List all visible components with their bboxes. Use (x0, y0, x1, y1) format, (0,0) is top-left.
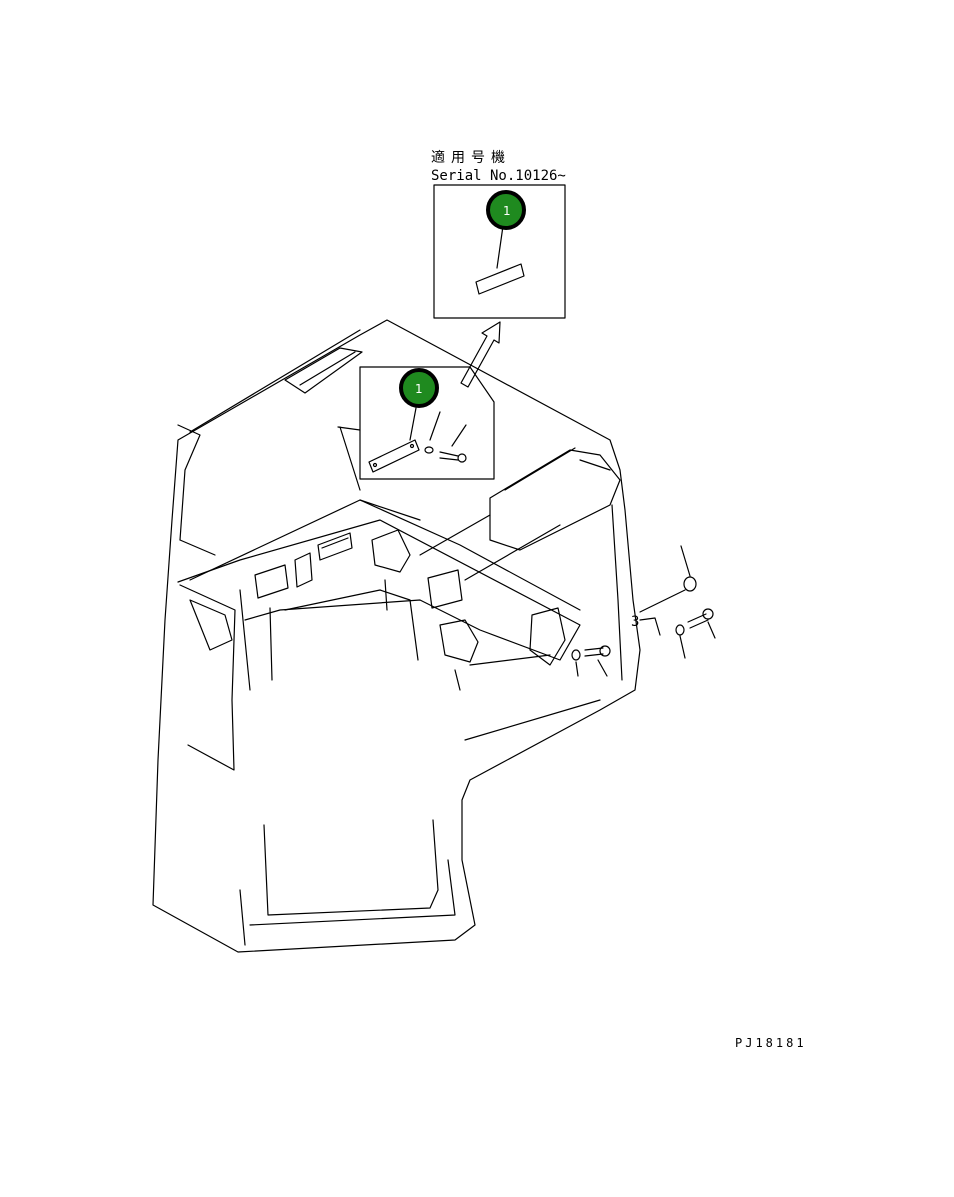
panel-area (177, 519, 581, 661)
leader-2 (464, 524, 561, 581)
bolt-shank (439, 451, 459, 461)
lower-right-edge (464, 699, 601, 741)
top-handle-inner (299, 351, 356, 386)
callout-detail-circle (486, 190, 526, 230)
lower-opening (263, 819, 439, 916)
left-panel-slot (189, 599, 233, 651)
washer-lower (571, 649, 581, 661)
detail-leader (496, 225, 504, 269)
callout-detail: 1 (486, 190, 526, 230)
applicability-serial: Serial No.10126~ (431, 168, 566, 184)
callout-main: 1 (399, 368, 439, 408)
ridge-mark (179, 539, 216, 556)
lower-step (249, 859, 456, 926)
detail-plate (475, 263, 525, 295)
right-console-edge (579, 459, 611, 471)
main-leader (409, 407, 417, 441)
connector-inner (321, 537, 349, 549)
dash-ridge-right (359, 499, 581, 611)
callout-main-label: 1 (415, 382, 423, 396)
main-plate (368, 439, 420, 473)
drawing-code: PJ18181 (735, 1036, 807, 1050)
washer-lower-leader (575, 661, 579, 677)
cover-plate-lower (439, 619, 479, 663)
bolt-head (457, 453, 467, 463)
switch-2 (294, 552, 313, 588)
switch-1 (254, 564, 289, 599)
nut-to-cover (639, 589, 686, 613)
bolt-right-shank (687, 613, 709, 629)
bolt-right-leader (707, 621, 716, 639)
lower-left-edge (239, 889, 246, 946)
right-plate (529, 607, 566, 666)
cover-top-edge (189, 329, 361, 433)
connector (317, 532, 353, 561)
plate-hole-left (372, 462, 378, 468)
right-console-top (504, 447, 576, 491)
machine-cover (152, 319, 641, 953)
washer-leader (429, 411, 441, 441)
small-mark: 3 (631, 614, 639, 630)
bolt-right-head (702, 608, 714, 620)
right-console (489, 449, 621, 551)
callout-main-circle (399, 368, 439, 408)
applicability-title: 適用号機 (431, 149, 511, 166)
main-inset (337, 366, 495, 491)
right-side-line (611, 504, 623, 681)
bracket-right (639, 617, 661, 636)
detail-inset-frame (433, 184, 566, 319)
top-handle (284, 347, 363, 394)
leader-5 (469, 654, 551, 666)
small-bracket (427, 569, 463, 609)
cover-outline (152, 319, 641, 953)
washer-right-leader (679, 635, 686, 659)
leader-3 (384, 579, 388, 611)
main-inset-frame (359, 366, 495, 480)
cover-edge-left (177, 424, 201, 541)
bolt-leader (451, 424, 467, 447)
leader-1 (419, 514, 491, 556)
detail-arrow (460, 321, 501, 388)
washer-right (675, 624, 685, 636)
cover-plate-upper (371, 529, 411, 573)
leader-4 (454, 669, 461, 691)
inset-pointer (337, 426, 361, 491)
bolt-lower-head (599, 645, 611, 657)
callout-detail-label: 1 (503, 204, 511, 218)
detail-inset (433, 184, 566, 319)
nut (683, 576, 697, 592)
washer (424, 446, 434, 454)
plate-hole-right (409, 443, 415, 449)
bolt-lower-shank (584, 647, 604, 657)
right-hardware: 3 (571, 545, 716, 677)
nut-leader (680, 545, 691, 577)
bolt-lower-leader (597, 659, 608, 677)
left-panel (179, 584, 236, 771)
inner-opening (239, 589, 419, 691)
